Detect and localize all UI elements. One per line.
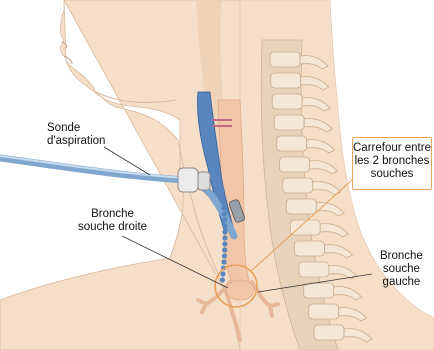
catheter-bead [222, 229, 227, 234]
catheter-bead [222, 241, 227, 246]
catheter-bead [221, 259, 226, 264]
label-gauche-line3: gauche [380, 276, 423, 289]
label-carrefour: Carrefour entre les 2 bronches souches [353, 142, 431, 181]
vertebra [280, 157, 310, 172]
vertebra [299, 262, 329, 277]
vertebra [314, 325, 344, 340]
vertebra [286, 199, 316, 214]
label-sonde-line2: d'aspiration [47, 135, 105, 148]
carina [226, 280, 254, 300]
catheter-bead [222, 217, 227, 222]
catheter-bead [221, 199, 226, 204]
vertebra [270, 52, 300, 67]
label-droite-line2: souche droite [78, 221, 147, 234]
catheter-bead [222, 223, 227, 228]
vertebra [283, 178, 313, 193]
vertebra [274, 115, 304, 130]
label-carrefour-line3: souches [353, 168, 431, 181]
vertebra [271, 73, 301, 88]
vertebra [277, 136, 307, 151]
label-sonde-aspiration: Sonde d'aspiration [47, 122, 105, 148]
vertebra [309, 304, 339, 319]
label-gauche-line1: Bronche [380, 250, 423, 263]
catheter-bead [222, 235, 227, 240]
catheter-bead [222, 253, 227, 258]
catheter-bead [219, 187, 224, 192]
label-carrefour-line2: les 2 bronches [353, 155, 431, 168]
catheter-bead [222, 211, 227, 216]
catheter-bead [220, 277, 225, 282]
label-droite-line1: Bronche [78, 208, 147, 221]
catheter-connector [178, 168, 210, 192]
label-sonde-line1: Sonde [47, 122, 105, 135]
label-bronche-gauche: Bronche souche gauche [380, 250, 423, 289]
catheter-bead [221, 205, 226, 210]
vertebra [294, 241, 324, 256]
vertebra [304, 283, 334, 298]
vertebra [272, 94, 302, 109]
catheter-bead [220, 193, 225, 198]
label-gauche-line2: souche [380, 263, 423, 276]
catheter-bead [222, 247, 227, 252]
callout-carrefour: Carrefour entre les 2 bronches souches [352, 137, 432, 190]
label-carrefour-line1: Carrefour entre [353, 142, 431, 155]
label-bronche-droite: Bronche souche droite [78, 208, 147, 234]
